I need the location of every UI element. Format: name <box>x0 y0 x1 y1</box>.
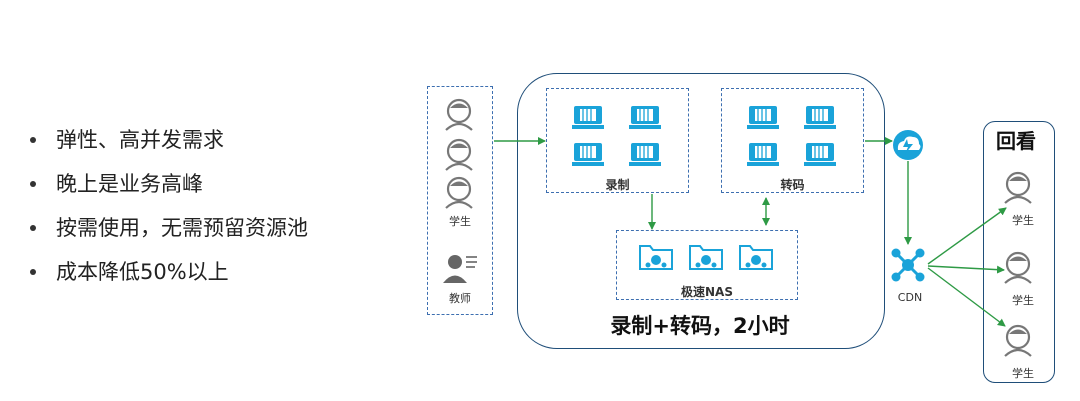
feature-item: 弹性、高并发需求 <box>30 118 308 162</box>
nas-panel <box>616 230 798 300</box>
folder-share-icon <box>639 245 673 270</box>
cdn-to-student-arrow <box>927 265 1005 274</box>
container-icon <box>746 142 780 167</box>
container-icon <box>628 105 662 130</box>
nas-label: 极速NAS <box>681 285 733 299</box>
record-panel <box>546 88 689 193</box>
record-label: 录制 <box>605 178 630 192</box>
person-icon <box>1003 251 1033 285</box>
student-label: 学生 <box>449 215 471 228</box>
folder-share-icon <box>689 245 723 270</box>
bullet-dot-icon <box>30 225 36 231</box>
review-panel <box>983 121 1055 383</box>
review-title: 回看 <box>996 129 1036 153</box>
feature-list: 弹性、高并发需求 晚上是业务高峰 按需使用，无需预留资源池 成本降低50%以上 <box>30 118 308 294</box>
cdn-to-student-arrow <box>927 207 1007 265</box>
transcode-label: 转码 <box>780 178 805 192</box>
transcode-panel <box>721 88 864 193</box>
oss-cloud-icon <box>893 130 923 160</box>
review-student-label: 学生 <box>1012 294 1034 307</box>
feature-item: 晚上是业务高峰 <box>30 162 308 206</box>
person-icon <box>444 176 474 210</box>
bullet-dot-icon <box>30 269 36 275</box>
container-icon <box>803 105 837 130</box>
cdn-label: CDN <box>897 291 923 304</box>
teacher-icon <box>443 255 477 283</box>
teacher-label: 教师 <box>449 292 471 305</box>
container-icon <box>628 142 662 167</box>
review-student-label: 学生 <box>1012 367 1034 380</box>
feature-item: 按需使用，无需预留资源池 <box>30 206 308 250</box>
container-icon <box>803 142 837 167</box>
container-icon <box>571 105 605 130</box>
container-icon <box>571 142 605 167</box>
person-icon <box>1003 324 1033 358</box>
cluster-summary: 录制+转码，2小时 <box>610 314 790 338</box>
person-icon <box>444 98 474 132</box>
feature-item: 成本降低50%以上 <box>30 250 308 294</box>
cdn-network-icon <box>891 248 925 282</box>
review-student-label: 学生 <box>1012 214 1034 227</box>
bullet-dot-icon <box>30 137 36 143</box>
container-icon <box>746 105 780 130</box>
cdn-to-student-arrow <box>927 267 1006 327</box>
folder-share-icon <box>739 245 773 270</box>
person-icon <box>1003 171 1033 205</box>
processing-cluster <box>517 73 885 349</box>
person-icon <box>444 138 474 172</box>
bullet-dot-icon <box>30 181 36 187</box>
users-panel <box>427 86 493 315</box>
